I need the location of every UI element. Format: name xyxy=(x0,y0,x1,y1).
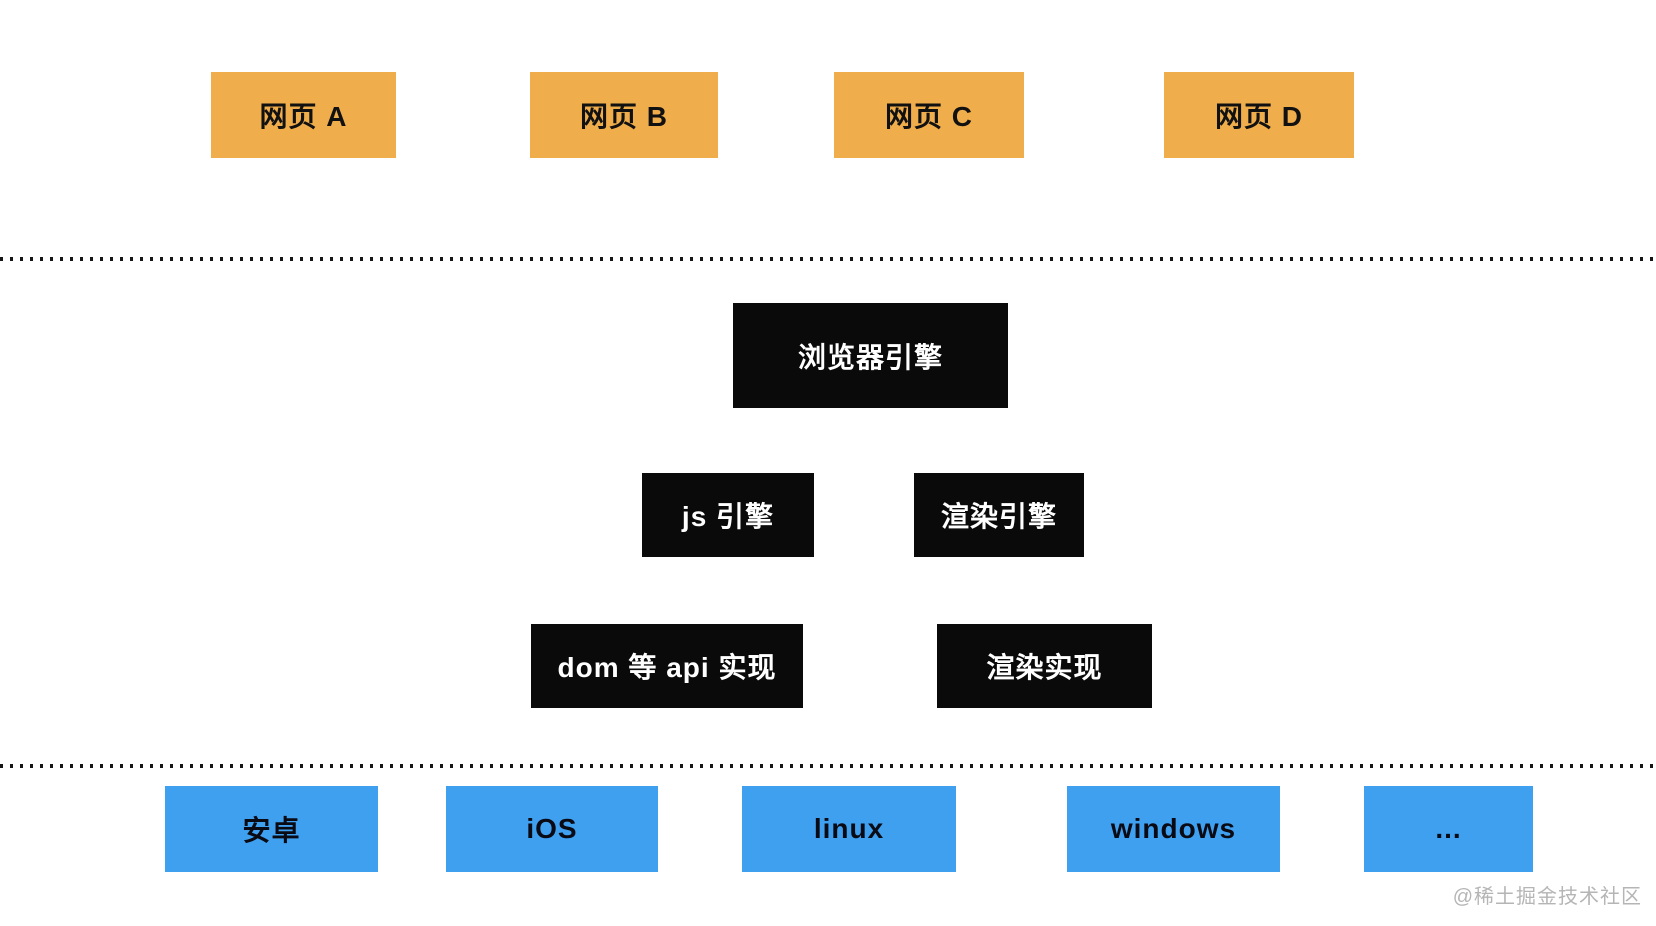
node-platform-windows: windows xyxy=(1067,786,1280,872)
node-render-implementation: 渲染实现 xyxy=(937,624,1152,708)
node-platform-more: ... xyxy=(1364,786,1533,872)
node-dom-api-implementation: dom 等 api 实现 xyxy=(531,624,803,708)
node-webpage-c: 网页 C xyxy=(834,72,1024,158)
node-webpage-a: 网页 A xyxy=(211,72,396,158)
node-platform-ios: iOS xyxy=(446,786,658,872)
node-webpage-b: 网页 B xyxy=(530,72,718,158)
watermark: @稀土掘金技术社区 xyxy=(1452,886,1642,908)
dotted-separator-bottom xyxy=(0,764,1656,768)
node-platform-android: 安卓 xyxy=(165,786,378,872)
node-js-engine: js 引擎 xyxy=(642,473,814,557)
dotted-separator-top xyxy=(0,257,1656,261)
node-webpage-d: 网页 D xyxy=(1164,72,1354,158)
node-render-engine: 渲染引擎 xyxy=(914,473,1084,557)
node-platform-linux: linux xyxy=(742,786,956,872)
node-browser-engine: 浏览器引擎 xyxy=(733,303,1008,408)
